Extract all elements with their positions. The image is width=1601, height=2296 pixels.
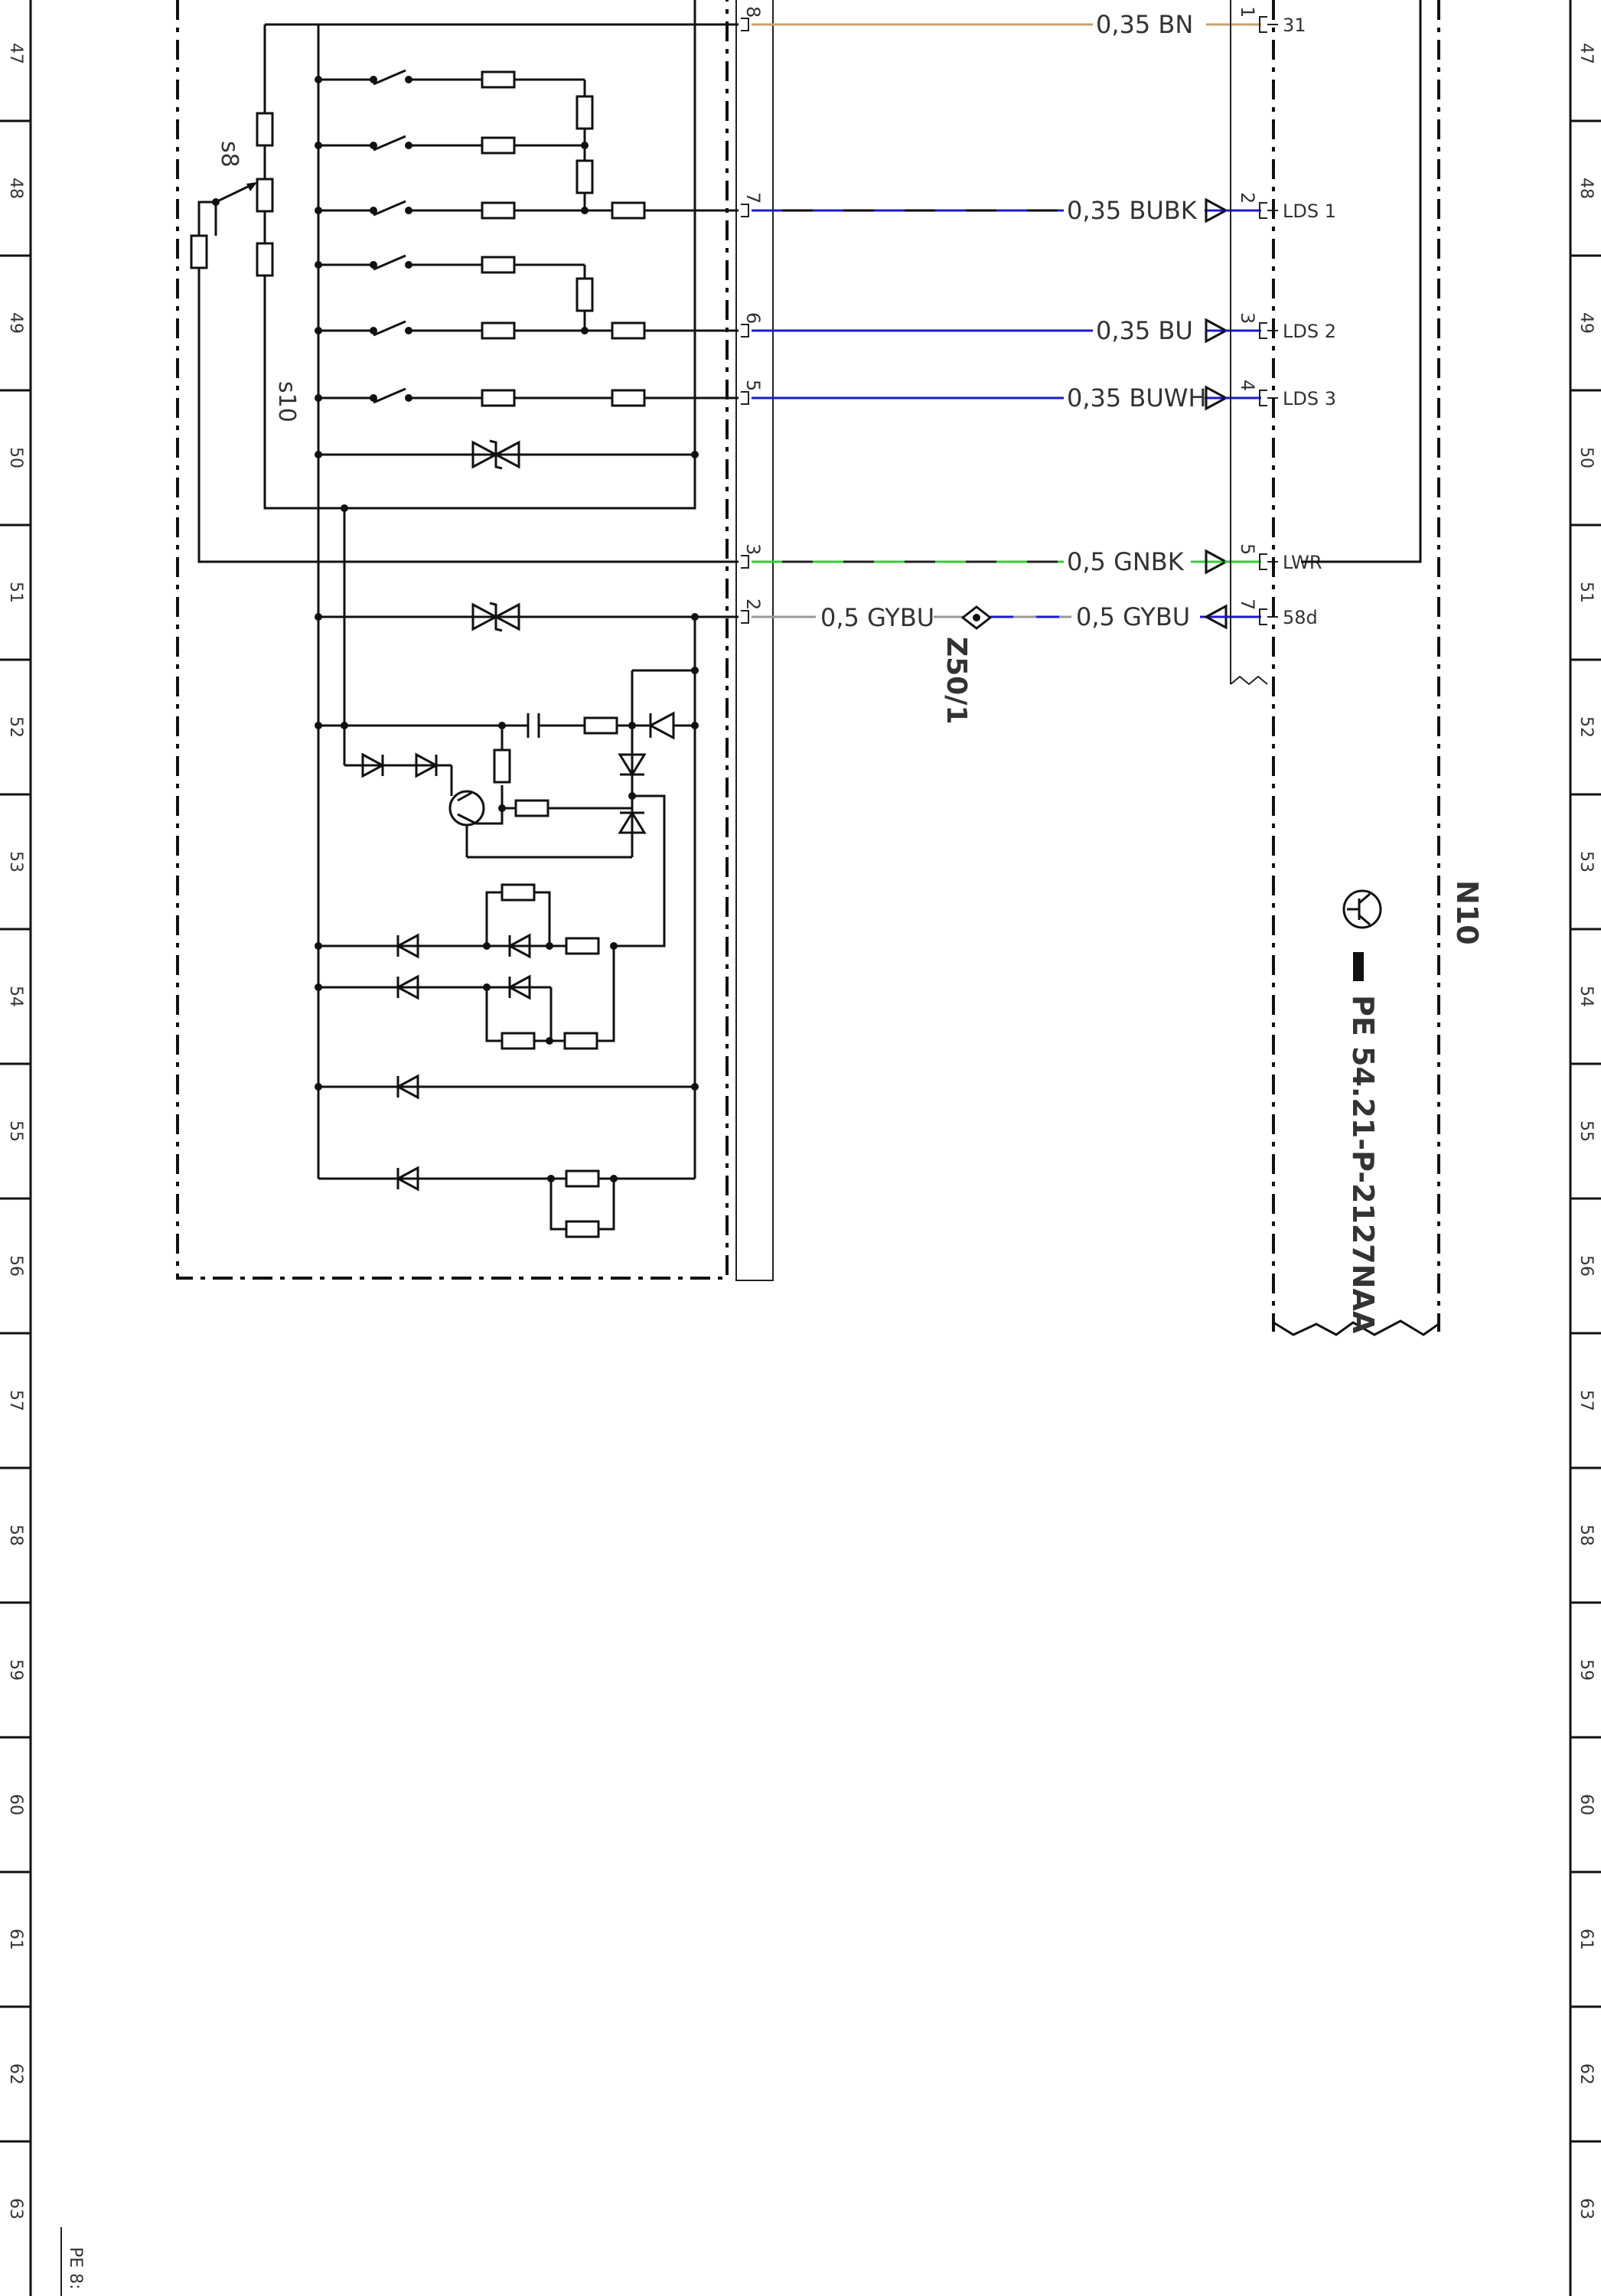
wire-signal: LDS 3 <box>1283 388 1336 409</box>
ruler-mark: 61 <box>1577 1929 1596 1950</box>
ruler-mark: 56 <box>1577 1255 1596 1277</box>
protection-circuit <box>315 504 739 1238</box>
module-box <box>176 0 774 1281</box>
wire-pin-right: 7 <box>1237 598 1258 610</box>
ruler-mark: 63 <box>1577 2198 1596 2219</box>
ruler-mark: 51 <box>6 582 25 603</box>
ruler-mark: 53 <box>1577 851 1596 872</box>
ruler-mark: 49 <box>6 312 25 334</box>
switch-label-s8: s8 <box>216 141 243 168</box>
hand-pointer-icon <box>1353 952 1364 981</box>
component-n10: N10 PE 54.21-P-2127NAA <box>1230 0 1484 1336</box>
ruler-mark: 62 <box>1577 2063 1596 2085</box>
component-symbol-icon <box>1342 889 1382 929</box>
component-id: N10 <box>1450 880 1484 945</box>
component-reference: PE 54.21-P-2127NAA <box>1346 995 1380 1334</box>
wire-label: 0,35 BU <box>1096 316 1193 345</box>
wire-pin-right: 4 <box>1237 380 1258 391</box>
ruler-mark: 62 <box>6 2063 25 2085</box>
ruler-mark: 48 <box>6 178 25 199</box>
ruler-mark: 60 <box>6 1794 25 1815</box>
wire-signal: LDS 2 <box>1283 321 1336 342</box>
wire-label: 0,35 BUBK <box>1067 196 1198 225</box>
wire-pin-left: 8 <box>742 6 764 18</box>
splice-label-left: 0,5 GYBU <box>820 603 934 632</box>
wire: 2 0,5 GYBU 7 58d <box>741 598 1318 631</box>
wire-pin-right: 5 <box>1237 543 1258 555</box>
splice-z50-1: 0,5 GYBU Z50/1 <box>820 603 993 724</box>
ruler-mark: 53 <box>6 851 25 872</box>
ruler-mark: 57 <box>1577 1390 1596 1411</box>
wire-label: 0,5 GNBK <box>1067 547 1185 576</box>
ruler-mark: 59 <box>6 1659 25 1681</box>
ruler-mark: 57 <box>6 1390 25 1411</box>
wire-label: 0,35 BN <box>1096 10 1193 39</box>
wire-pin-left: 7 <box>742 192 764 204</box>
wire-label: 0,35 BUWH <box>1067 383 1207 413</box>
ruler-left: 47 48 49 50 51 52 53 54 55 56 57 58 59 60 61 62 63 <box>0 43 31 2219</box>
ruler-mark: 54 <box>6 986 25 1007</box>
ruler-mark: 55 <box>6 1120 25 1142</box>
ruler-mark: 51 <box>1577 582 1596 603</box>
wire-pin-left: 3 <box>742 543 764 555</box>
switch-label-s10: s10 <box>273 381 300 422</box>
wire-pin-right: 3 <box>1237 312 1258 324</box>
splice-node-label: Z50/1 <box>941 637 972 724</box>
ruler-mark: 59 <box>1577 1659 1596 1681</box>
ruler-mark: 50 <box>6 447 25 468</box>
wire-pin-right: 1 <box>1237 6 1258 18</box>
ruler-mark: 61 <box>6 1929 25 1950</box>
wire-pin-right: 2 <box>1237 192 1258 204</box>
ruler-mark: 50 <box>1577 447 1596 468</box>
ruler-mark: 54 <box>1577 986 1596 1007</box>
ruler-mark: 56 <box>6 1255 25 1277</box>
ruler-mark: 52 <box>6 716 25 738</box>
wire-signal: 58d <box>1283 607 1318 628</box>
ruler-mark: 55 <box>1577 1120 1596 1142</box>
ruler-mark: 60 <box>1577 1794 1596 1815</box>
potentiometer-s8: s8 <box>190 24 739 563</box>
ruler-mark: 63 <box>6 2198 25 2219</box>
ruler-mark: 58 <box>1577 1525 1596 1546</box>
wire-pin-left: 5 <box>742 380 764 391</box>
ruler-right: 47 48 49 50 51 52 53 54 55 56 57 58 59 60 61 62 63 <box>1570 43 1601 2219</box>
ruler-mark: 58 <box>6 1525 25 1546</box>
wire-pin-left: 2 <box>742 598 764 610</box>
wire-signal: LDS 1 <box>1283 201 1336 222</box>
ruler-mark: 48 <box>1577 178 1596 199</box>
ruler-mark: 49 <box>1577 312 1596 334</box>
page-ref: PE 8: <box>66 2247 85 2290</box>
switch-rows: s10 <box>273 24 739 1179</box>
ruler-mark: 52 <box>1577 716 1596 738</box>
wire: 8 0,35 BN 1 31 <box>741 6 1306 39</box>
wire-pin-left: 6 <box>742 312 764 324</box>
ruler-mark: 47 <box>6 43 25 64</box>
wire-label: 0,5 GYBU <box>1076 602 1190 631</box>
page-frame <box>29 0 1572 2296</box>
ruler-mark: 47 <box>1577 43 1596 64</box>
wire-signal: 31 <box>1283 15 1306 36</box>
